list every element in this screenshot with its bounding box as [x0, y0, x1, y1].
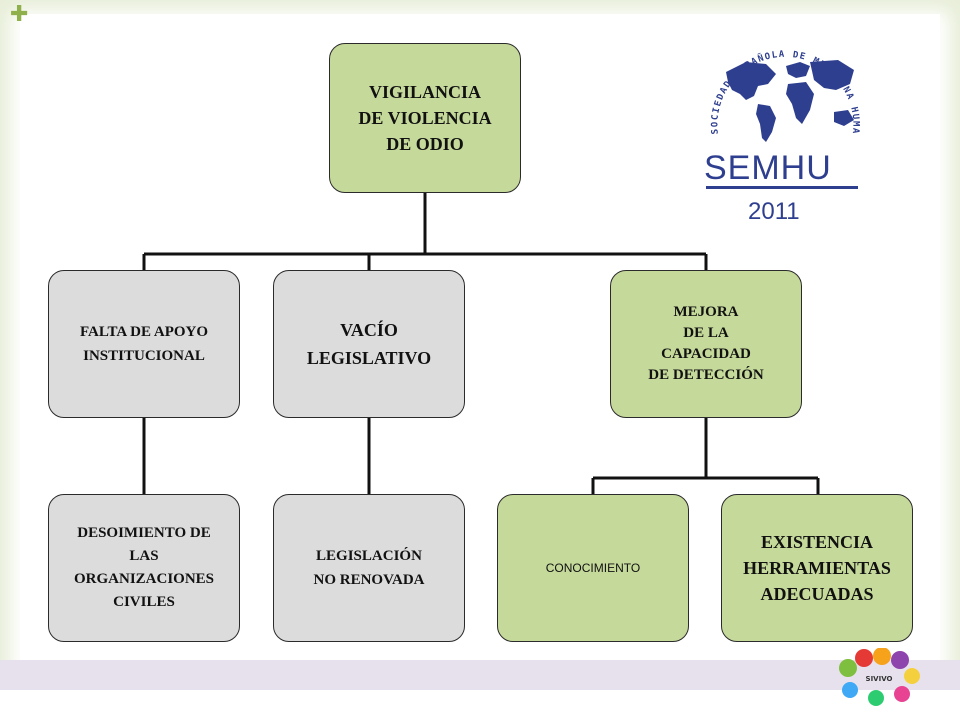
node-desoimiento: DESOIMIENTO DE LAS ORGANIZACIONES CIVILE… — [48, 494, 240, 642]
hands-logo-label: SIVIVO — [866, 675, 893, 683]
semhu-logo: SOCIEDAD ESPAÑOLA DE MEDICINA HUMANITARI… — [688, 14, 859, 189]
logo-acronym: SEMHU — [704, 149, 832, 187]
node-vacio-legislativo: VACÍO LEGISLATIVO — [273, 270, 465, 418]
corner-cross-icon: ✚ — [10, 2, 29, 27]
node-conocimiento: CONOCIMIENTO — [497, 494, 689, 642]
node-legislacion-no-renovada: LEGISLACIÓN NO RENOVADA — [273, 494, 465, 642]
root-node: VIGILANCIA DE VIOLENCIA DE ODIO — [329, 43, 521, 193]
node-falta-de-apoyo: FALTA DE APOYO INSTITUCIONAL — [48, 270, 240, 418]
logo-underline — [706, 186, 858, 189]
hands-logo-icon: SIVIVO — [839, 648, 920, 706]
node-existencia-herramientas: EXISTENCIA HERRAMIENTAS ADECUADAS — [721, 494, 913, 642]
world-map-icon — [726, 60, 854, 142]
node-mejora-capacidad: MEJORA DE LA CAPACIDAD DE DETECCIÓN — [610, 270, 802, 418]
bottom-edge — [0, 690, 960, 720]
logo-year: 2011 — [748, 198, 800, 225]
footer-band — [0, 660, 960, 690]
